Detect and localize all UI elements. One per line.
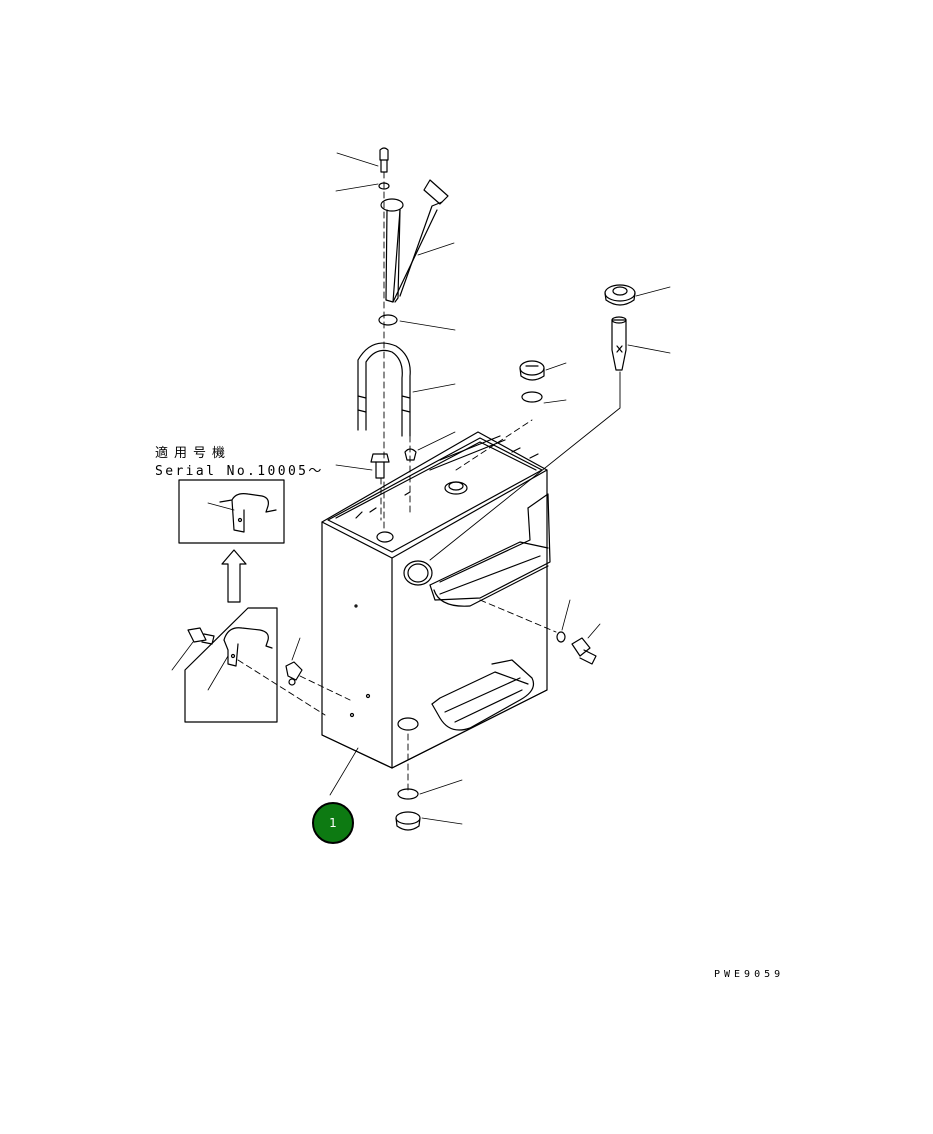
assembly-lines bbox=[237, 171, 557, 791]
strainer-element bbox=[357, 342, 411, 437]
mounting-bolt-top bbox=[370, 448, 417, 479]
inset-old-bracket bbox=[184, 607, 278, 723]
callout-1-badge[interactable]: 1 bbox=[312, 802, 354, 844]
filler-cap bbox=[519, 360, 545, 403]
tube-clip bbox=[285, 661, 303, 686]
drawing-code: PWE9059 bbox=[714, 969, 785, 980]
inset-new-bracket bbox=[178, 479, 285, 544]
side-bolt bbox=[556, 631, 597, 665]
leader-lines bbox=[171, 152, 671, 825]
applicable-serial-label: 適用号機 bbox=[155, 446, 232, 461]
step-lower bbox=[431, 659, 535, 731]
drain-plug bbox=[395, 788, 421, 831]
breather-assembly bbox=[604, 284, 636, 371]
fuel-tank bbox=[321, 431, 548, 769]
serial-number-label: Serial No.10005～ bbox=[155, 464, 324, 479]
connector-lines bbox=[429, 371, 621, 561]
step-upper bbox=[429, 493, 551, 607]
arrow-up-icon bbox=[221, 549, 247, 603]
level-gauge bbox=[378, 147, 449, 326]
